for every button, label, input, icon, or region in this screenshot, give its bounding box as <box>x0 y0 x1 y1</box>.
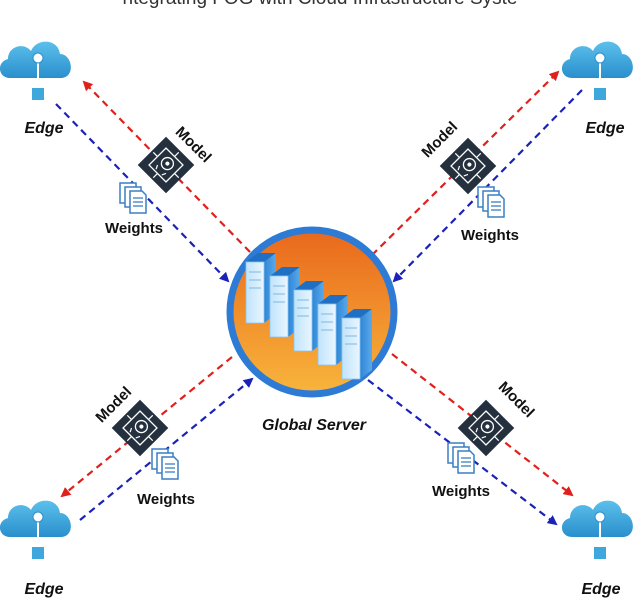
model-arrow-top-right <box>371 70 560 256</box>
edge-bottom-left: Edge <box>0 499 72 598</box>
edge-label: Edge <box>24 581 63 598</box>
cloud-icon <box>560 40 634 101</box>
weights-label: Weights <box>137 491 195 508</box>
diagram-title: ntegrating FOG with Cloud Infrastructure… <box>123 0 518 9</box>
server-label: Global Server <box>262 417 367 434</box>
link-top-left: Model Weights <box>105 123 215 237</box>
cloud-icon <box>0 499 72 560</box>
documents-icon <box>447 442 475 474</box>
global-server: Global Server <box>226 226 398 434</box>
documents-icon <box>477 186 505 218</box>
link-bottom-left: Model Weights <box>92 383 195 508</box>
link-top-right: Model Weights <box>418 118 519 244</box>
model-arrow-top-left <box>82 80 251 253</box>
documents-icon <box>119 182 147 214</box>
model-label: Model <box>495 378 538 421</box>
edge-label: Edge <box>581 581 620 598</box>
cloud-icon <box>560 499 634 560</box>
weights-arrow-top-right <box>392 89 583 283</box>
cloud-icon <box>0 40 72 101</box>
weights-label: Weights <box>432 483 490 500</box>
edge-label: Edge <box>24 120 63 137</box>
edge-bottom-right: Edge <box>560 499 634 598</box>
edge-top-left: Edge <box>0 40 72 137</box>
weights-label: Weights <box>105 220 163 237</box>
edge-label: Edge <box>585 120 624 137</box>
link-bottom-right: Model Weights <box>432 378 538 500</box>
weights-arrow-bottom-right <box>367 379 558 526</box>
weights-label: Weights <box>461 227 519 244</box>
documents-icon <box>151 448 179 480</box>
edge-top-right: Edge <box>560 40 634 137</box>
